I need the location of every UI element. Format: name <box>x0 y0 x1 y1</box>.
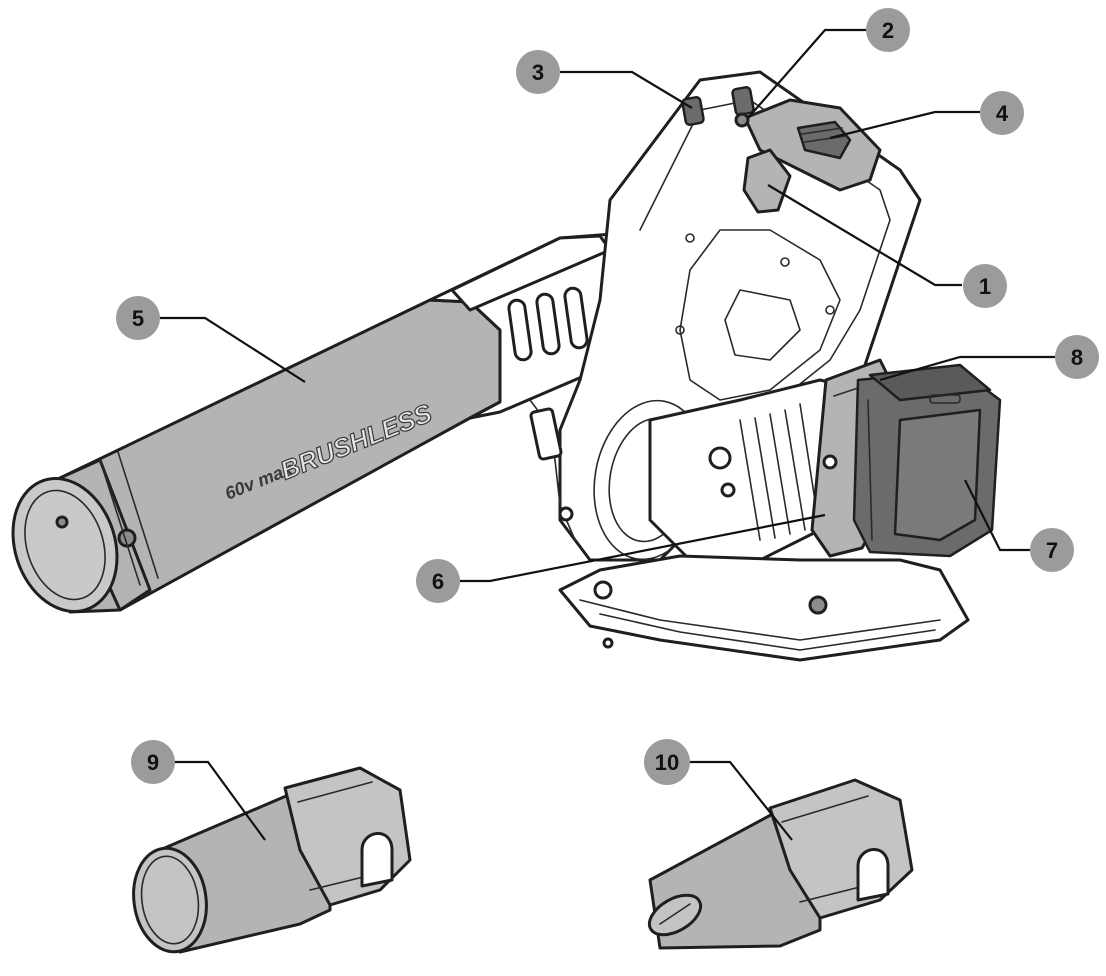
callout-9-label: 9 <box>147 750 159 775</box>
callout-7-label: 7 <box>1046 538 1058 563</box>
leader-lines <box>160 28 1055 841</box>
callout-3-label: 3 <box>532 60 544 85</box>
callout-9: 9 <box>131 740 175 784</box>
round-nozzle-attachment <box>132 766 412 954</box>
callout-1: 1 <box>963 264 1007 308</box>
callout-4-label: 4 <box>996 101 1009 126</box>
blower-body <box>428 70 970 662</box>
blower-tube: 60v max BRUSHLESS <box>11 298 502 614</box>
callout-6: 6 <box>416 559 460 603</box>
flat-nozzle-attachment <box>647 778 914 950</box>
callout-8-label: 8 <box>1071 345 1083 370</box>
leader-line-2 <box>747 28 866 119</box>
callout-4: 4 <box>980 91 1024 135</box>
callout-5-label: 5 <box>132 306 144 331</box>
callout-3: 3 <box>516 50 560 94</box>
leader-line-7 <box>964 479 1030 552</box>
callout-8: 8 <box>1055 335 1099 379</box>
leader-line-5 <box>160 316 306 383</box>
leader-line-1 <box>767 184 962 287</box>
callout-2-label: 2 <box>882 18 894 43</box>
leader-line-6 <box>460 513 826 583</box>
leader-line-10 <box>690 760 793 841</box>
callout-10: 10 <box>644 739 690 785</box>
callout-5: 5 <box>116 296 160 340</box>
leader-line-9 <box>175 760 266 841</box>
leader-line-8 <box>879 355 1055 382</box>
leader-line-4 <box>829 110 980 140</box>
callout-10-label: 10 <box>655 750 679 775</box>
callout-2: 2 <box>866 8 910 52</box>
callout-6-label: 6 <box>432 569 444 594</box>
callout-7: 7 <box>1030 528 1074 572</box>
battery-pack <box>852 363 1002 558</box>
leader-line-3 <box>560 70 693 109</box>
callout-1-label: 1 <box>979 274 991 299</box>
